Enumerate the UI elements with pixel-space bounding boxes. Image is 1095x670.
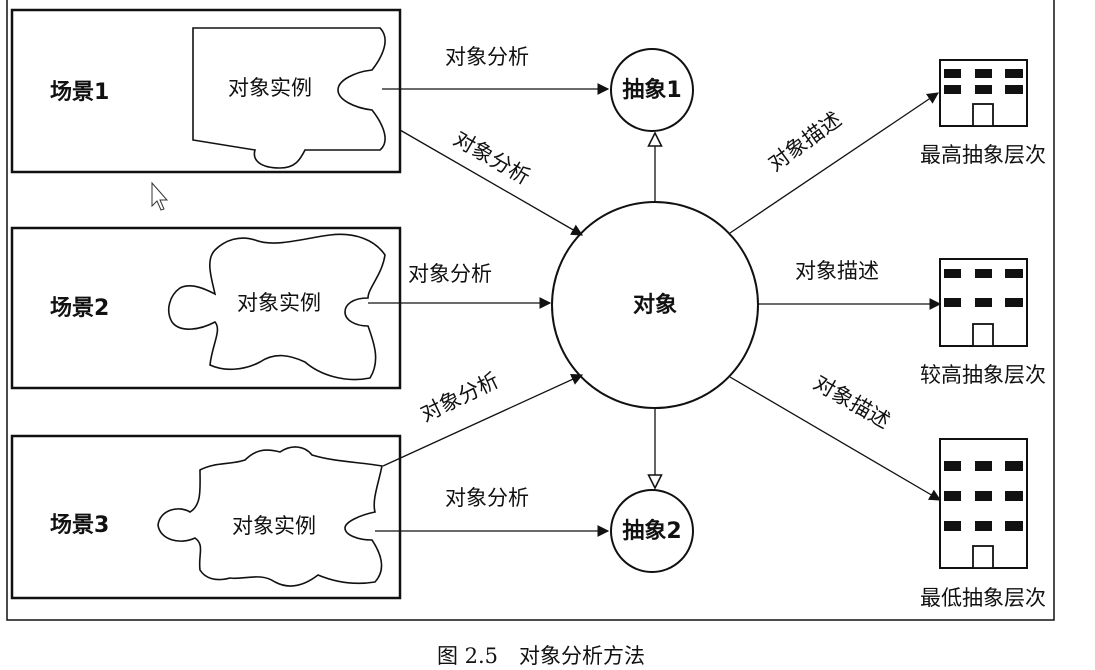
analysis-label-2: 对象分析: [450, 127, 535, 190]
instance-1-label: 对象实例: [228, 76, 312, 100]
figure-caption: 图 2.5 对象分析方法: [437, 644, 645, 668]
analysis-arrow-scene1-object: [399, 129, 584, 236]
abstraction-1-circle: [610, 48, 694, 132]
instance-2-label: 对象实例: [237, 291, 321, 315]
scene-box-2: [10, 226, 402, 390]
scene-2-label: 场景2: [50, 296, 109, 321]
mouse-cursor-icon: [151, 181, 169, 211]
building-icon-higher: [939, 258, 1028, 347]
puzzle-piece-2: [168, 233, 386, 381]
building-icon-highest: [939, 59, 1028, 127]
building-icon-lowest: [939, 438, 1028, 569]
puzzle-piece-1: [192, 27, 386, 169]
analysis-label-1: 对象分析: [445, 45, 529, 69]
description-label-3: 对象描述: [810, 371, 895, 434]
scene-box-1: [10, 8, 402, 174]
description-label-1: 对象描述: [764, 107, 846, 176]
level-higher-label: 较高抽象层次: [920, 363, 1046, 387]
description-label-2: 对象描述: [795, 259, 879, 283]
instance-3-label: 对象实例: [232, 514, 316, 538]
description-arrow-highest: [729, 92, 939, 234]
abstraction-2-circle: [610, 489, 694, 573]
scene-3-label: 场景3: [50, 513, 109, 538]
scene-1-label: 场景1: [50, 80, 109, 105]
analysis-arrow-scene3-object: [382, 374, 584, 467]
scene-box-3: [10, 434, 402, 600]
abstraction-1-label: 抽象1: [622, 77, 681, 103]
puzzle-piece-3: [157, 446, 383, 587]
abstraction-2-label: 抽象2: [622, 518, 681, 544]
analysis-label-5: 对象分析: [445, 486, 529, 510]
description-arrow-lowest: [729, 376, 942, 501]
outer-frame: [6, 0, 1055, 621]
level-highest-label: 最高抽象层次: [920, 143, 1046, 167]
analysis-label-3: 对象分析: [408, 262, 492, 286]
center-object-label: 对象: [633, 292, 677, 318]
level-lowest-label: 最低抽象层次: [920, 586, 1046, 610]
